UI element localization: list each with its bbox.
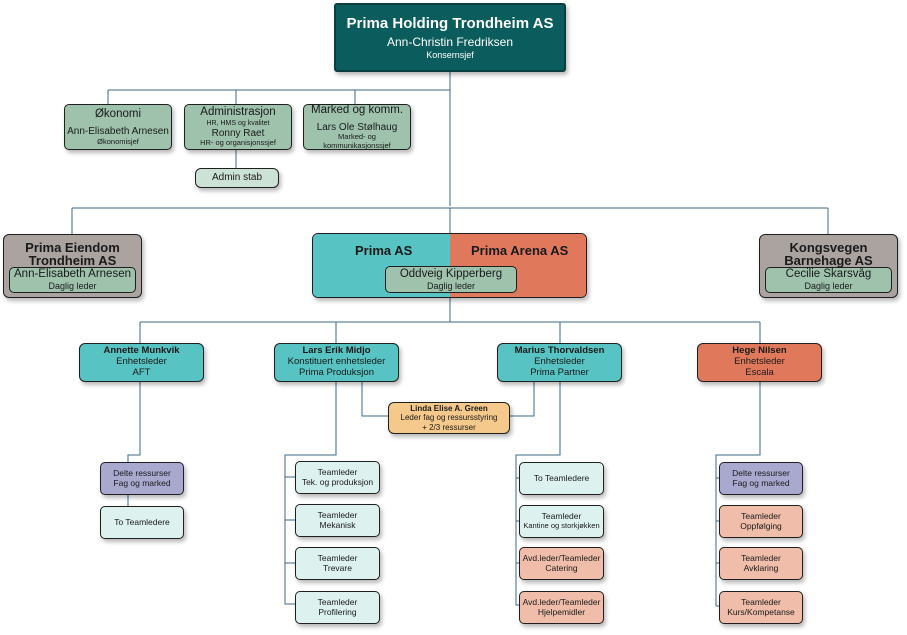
team-line2: Trevare	[323, 562, 352, 573]
admin-stab-box[interactable]: Admin stab	[195, 168, 279, 188]
team-line1: Teamleder	[741, 552, 781, 563]
staff-role: Økonomisjef	[97, 136, 139, 146]
staff-okonomi[interactable]: Økonomi Ann-Elisabeth Arnesen Økonomisje…	[64, 104, 172, 150]
staff-person: Ann-Elisabeth Arnesen	[67, 126, 169, 138]
team-box[interactable]: Teamleder Avklaring	[719, 547, 803, 580]
team-box[interactable]: Teamleder Kantine og storkjøkken	[519, 505, 604, 538]
company-leader: Cecilie Skarsvåg Daglig leder	[765, 267, 892, 293]
company-name-prima-arena: Prima Arena AS	[471, 243, 569, 258]
staff-person: Lars Ole Stølhaug	[316, 121, 398, 133]
team-line1: Avd.leder/Teamleder	[522, 552, 601, 563]
unit-line1: Enhetsleder	[734, 356, 785, 368]
unit-line1: Enhetsleder	[116, 356, 167, 368]
team-line1: Teamleder	[741, 510, 781, 521]
team-line1: To Teamledere	[533, 472, 590, 483]
team-box[interactable]: Teamleder Kurs/Kompetanse	[719, 591, 803, 624]
leader-role: Daglig leder	[48, 281, 97, 292]
team-box[interactable]: Teamleder Oppfølging	[719, 505, 803, 538]
team-line2: Kantine og storkjøkken	[523, 521, 600, 531]
team-line2: Avklaring	[743, 562, 779, 573]
company-leader: Oddveig Kipperberg Daglig leder	[385, 266, 517, 293]
unit-line2: Escala	[745, 366, 774, 378]
holding-box[interactable]: Prima Holding Trondheim AS Ann-Christin …	[334, 3, 566, 72]
staff-role: HR- og organisjonssjef	[200, 138, 276, 148]
company-kongsvegen[interactable]: Kongsvegen Barnehage AS Cecilie Skarsvåg…	[759, 234, 898, 298]
unit-line2: Prima Produksjon	[299, 366, 374, 378]
team-line2: Mekanisk	[319, 519, 356, 530]
admin-stab-label: Admin stab	[211, 172, 263, 184]
company-leader: Ann-Elisabeth Arnesen Daglig leder	[9, 267, 136, 293]
staff-role: Marked- og kommunikasjonssjef	[323, 132, 391, 150]
leader-role: Daglig leder	[426, 280, 476, 291]
unit-line2: Prima Partner	[530, 366, 589, 378]
holding-name: Prima Holding Trondheim AS	[346, 14, 554, 32]
staff-title: Økonomi	[94, 107, 142, 120]
leader-role: Daglig leder	[804, 281, 853, 292]
unit-line1: Enhetsleder	[534, 356, 585, 368]
staff-administrasjon[interactable]: Administrasjon HR, HMS og kvalitet Ronny…	[184, 104, 292, 150]
company-name-line1: Kongsvegen	[789, 240, 868, 255]
unit-leader-name: Lars Erik Midjo	[302, 345, 371, 357]
team-line1: Delte ressurser	[113, 467, 171, 478]
company-name-line1: Prima Eiendom	[25, 240, 120, 255]
unit-escala[interactable]: Hege Nilsen Enhetsleder Escala	[697, 343, 822, 382]
team-box[interactable]: To Teamledere	[100, 506, 184, 539]
team-line2: Profilering	[318, 606, 357, 617]
team-box[interactable]: To Teamledere	[519, 462, 604, 495]
staff-title: Administrasjon	[200, 106, 276, 119]
leader-person: Oddveig Kipperberg	[399, 267, 503, 280]
team-line1: Teamleder	[317, 552, 358, 563]
unit-leader-name: Annette Munkvik	[103, 345, 180, 357]
holding-role: Konsernsjef	[426, 49, 474, 60]
linda-box[interactable]: Linda Elise A. Green Leder fag og ressur…	[388, 402, 510, 434]
company-prima[interactable]: Prima AS Prima Arena AS Oddveig Kipperbe…	[312, 233, 587, 298]
team-box[interactable]: Avd.leder/Teamleder Hjelpemidler	[519, 591, 604, 624]
team-line2: Fag og marked	[732, 477, 790, 488]
staff-sub: HR, HMS og kvalitet	[206, 119, 270, 127]
unit-partner[interactable]: Marius Thorvaldsen Enhetsleder Prima Par…	[497, 343, 622, 382]
leader-person: Cecilie Skarsvåg	[785, 268, 872, 281]
company-eiendom[interactable]: Prima Eiendom Trondheim AS Ann-Elisabeth…	[3, 234, 142, 298]
team-box[interactable]: Teamleder Profilering	[295, 591, 380, 624]
team-box[interactable]: Delte ressurser Fag og marked	[719, 462, 803, 495]
team-line1: Teamleder	[317, 596, 358, 607]
team-line1: Teamleder	[317, 466, 358, 477]
unit-produksjon[interactable]: Lars Erik Midjo Konstituert enhetsleder …	[274, 343, 399, 382]
team-box[interactable]: Teamleder Tek. og produksjon	[295, 461, 380, 494]
team-line1: Delte ressurser	[732, 467, 790, 478]
unit-leader-name: Hege Nilsen	[732, 345, 787, 357]
company-name-line2: Trondheim AS	[28, 253, 117, 268]
team-line1: Teamleder	[541, 511, 582, 522]
company-name-line2: Barnehage AS	[784, 253, 873, 268]
team-box[interactable]: Teamleder Trevare	[295, 547, 380, 580]
team-box[interactable]: Teamleder Mekanisk	[295, 504, 380, 537]
unit-line1: Konstituert enhetsleder	[287, 356, 386, 368]
team-box[interactable]: Avd.leder/Teamleder Catering	[519, 547, 604, 580]
team-line2: Tek. og produksjon	[301, 476, 374, 487]
team-box[interactable]: Delte ressurser Fag og marked	[100, 462, 184, 495]
staff-title: Marked og komm.	[310, 104, 404, 116]
unit-aft[interactable]: Annette Munkvik Enhetsleder AFT	[79, 343, 204, 382]
holding-person: Ann-Christin Fredriksen	[386, 35, 514, 50]
team-line1: Avd.leder/Teamleder	[522, 596, 601, 607]
staff-person: Ronny Raet	[211, 127, 265, 139]
team-line2: Oppfølging	[740, 520, 782, 531]
team-line2: Hjelpemidler	[537, 606, 586, 617]
unit-line2: AFT	[132, 366, 151, 378]
team-line1: Teamleder	[741, 596, 781, 607]
linda-name: Linda Elise A. Green	[410, 404, 488, 414]
leader-person: Ann-Elisabeth Arnesen	[14, 268, 131, 281]
team-line2: Catering	[545, 562, 578, 573]
team-line1: Teamleder	[317, 509, 358, 520]
team-line1: To Teamledere	[114, 516, 170, 527]
linda-line1: Leder fag og ressursstyring	[400, 413, 498, 423]
staff-marked[interactable]: Marked og komm. Lars Ole Stølhaug Marked…	[303, 104, 411, 150]
unit-leader-name: Marius Thorvaldsen	[514, 345, 605, 357]
linda-line2: + 2/3 ressurser	[422, 422, 476, 432]
company-name-prima-as: Prima AS	[355, 243, 413, 258]
team-line2: Kurs/Kompetanse	[727, 606, 795, 617]
team-line2: Fag og marked	[113, 477, 171, 488]
